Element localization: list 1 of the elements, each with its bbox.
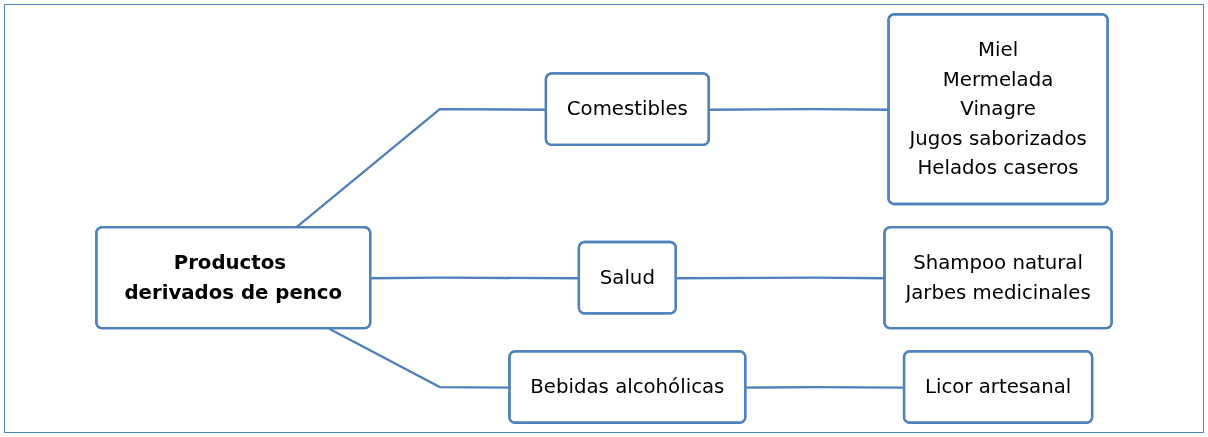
connector — [745, 385, 905, 389]
